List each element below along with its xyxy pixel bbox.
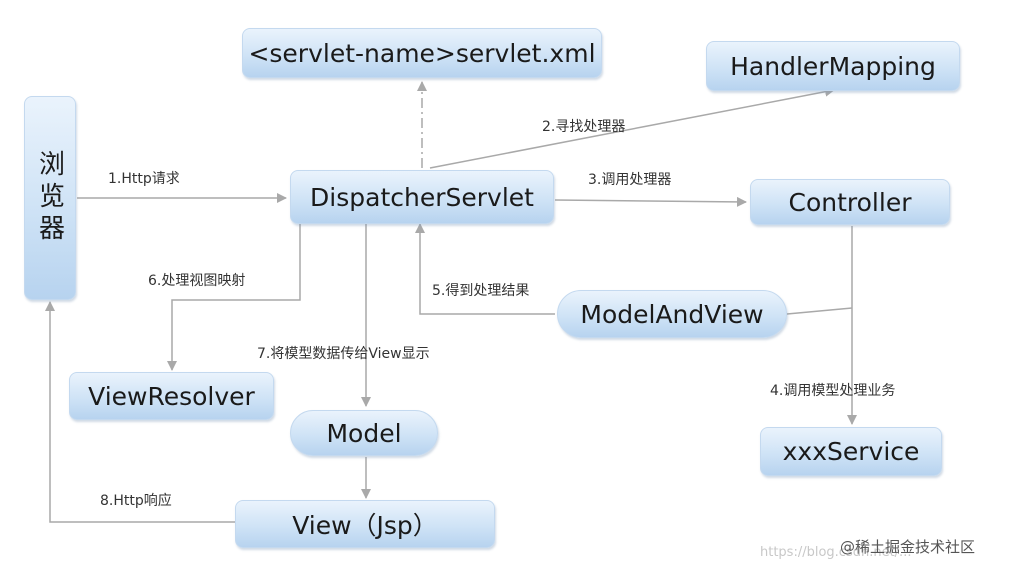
model-node: Model (290, 410, 438, 456)
watermark-site: @稀土掘金技术社区 (840, 538, 976, 556)
xxx-service-node: xxxService (760, 427, 942, 476)
edge-label-7: 7.将模型数据传给View显示 (257, 346, 430, 362)
edge-resolve-view (167, 224, 301, 371)
edge-label-4: 4.调用模型处理业务 (770, 383, 896, 399)
edge-controller-to-mav (786, 307, 853, 315)
edge-find-handler (429, 86, 835, 169)
edge-label-8: 8.Http响应 (100, 493, 172, 509)
edge-label-6: 6.处理视图映射 (148, 273, 246, 289)
model-and-view-node: ModelAndView (557, 290, 787, 338)
edge-invoke-controller (554, 196, 747, 207)
edge-return-result (415, 223, 555, 315)
edge-label-2: 2.寻找处理器 (542, 119, 626, 135)
handler-mapping-node: HandlerMapping (706, 41, 960, 91)
view-resolver-node: ViewResolver (69, 372, 274, 420)
edge-http-response (45, 301, 236, 523)
watermark-url: https://blog.csdn.net/... (760, 545, 912, 560)
browser-node: 浏览器 (24, 96, 76, 300)
dispatcher-servlet-node: DispatcherServlet (290, 170, 554, 224)
edge-label-1: 1.Http请求 (108, 171, 180, 187)
controller-node: Controller (750, 179, 950, 225)
edge-label-3: 3.调用处理器 (588, 172, 672, 188)
view-jsp-node: View（Jsp） (235, 500, 495, 548)
servlet-xml-node: <servlet-name>servlet.xml (242, 28, 602, 78)
edge-label-5: 5.得到处理结果 (432, 283, 530, 299)
